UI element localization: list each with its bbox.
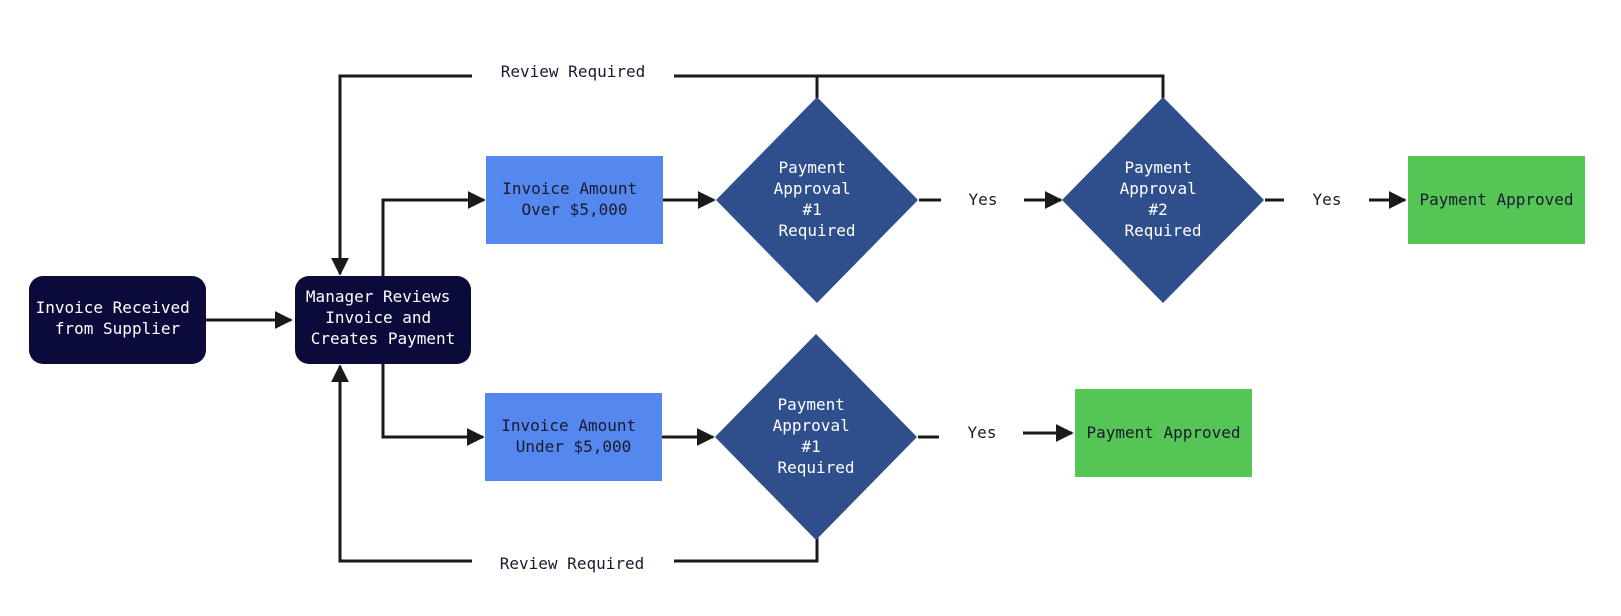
edge-label-yes-2: Yes [1313, 190, 1342, 209]
edge-labels-layer: Review Required Review Required Yes Yes … [500, 62, 1342, 573]
node-approval1-top [716, 97, 918, 303]
edge-label-yes-1: Yes [969, 190, 998, 209]
node-amount-under [485, 393, 662, 481]
node-approval1-bottom [715, 334, 917, 540]
node-approval1-top-label: Payment Approval #1 Required [774, 158, 861, 240]
edge-review-top-right [815, 74, 1165, 98]
node-invoice-received-label: Invoice Received from Supplier [36, 298, 200, 338]
node-amount-under-label: Invoice Amount Under $5,000 [501, 416, 646, 456]
node-approval2-top-label: Payment Approval #2 Required [1120, 158, 1207, 240]
node-amount-over [486, 156, 663, 244]
edges-layer [206, 74, 1407, 563]
node-manager-reviews-label: Manager Reviews Invoice and Creates Paym… [306, 287, 460, 348]
node-manager-reviews [295, 276, 471, 364]
edge-label-review-required-bottom: Review Required [500, 554, 645, 573]
node-amount-over-label: Invoice Amount Over $5,000 [502, 179, 647, 219]
edge-manager-to-under [381, 364, 485, 446]
node-approved-bottom [1075, 389, 1252, 477]
edge-manager-to-over [381, 191, 486, 276]
edge-review-bottom-right [674, 538, 819, 563]
edge-label-yes-3: Yes [968, 423, 997, 442]
edge-label-review-required-top: Review Required [501, 62, 646, 81]
node-approved-top-label: Payment Approved [1419, 190, 1573, 209]
node-approved-top [1408, 156, 1585, 244]
nodes-layer: Invoice Received from Supplier Manager R… [29, 97, 1585, 540]
node-invoice-received [29, 276, 206, 364]
node-approval2-top [1062, 97, 1264, 303]
node-approval1-bottom-label: Payment Approval #1 Required [773, 395, 860, 477]
node-approved-bottom-label: Payment Approved [1086, 423, 1240, 442]
edge-review-bottom-to-manager [331, 364, 472, 563]
edge-review-top-to-manager [331, 74, 472, 276]
